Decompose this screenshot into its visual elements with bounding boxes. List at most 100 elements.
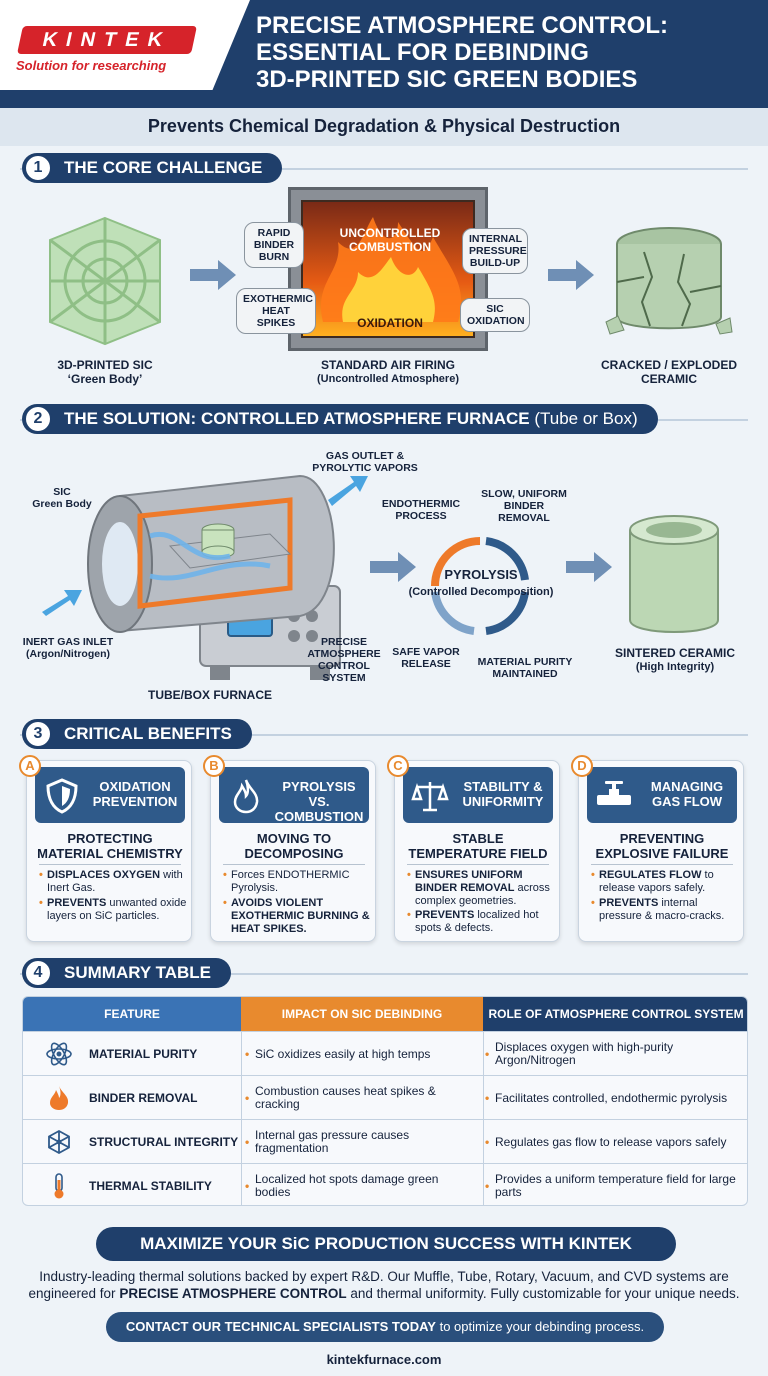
subtitle-band [0,108,768,146]
table-row: STRUCTURAL INTEGRITY Internal gas pressu… [23,1119,747,1164]
arrow-right-icon [566,552,612,582]
impact-cell: Localized hot spots damage green bodies [245,1164,477,1205]
benefit-card-pyrolysis: PYROLYSIS vs.COMBUSTION B MOVING TODECOM… [203,755,376,942]
table-divider [483,1031,484,1205]
section-number: 3 [24,720,52,748]
card-header: STABILITY &UNIFORMITY [403,767,553,823]
arrow-right-icon [370,552,416,582]
cracked-ceramic-icon [605,227,733,335]
pyrolysis-subtitle: (Controlled Decomposition) [408,586,554,598]
impact-cell: SiC oxidizes easily at high temps [245,1032,477,1076]
arrow-right-icon [190,260,236,290]
tube-furnace-label: TUBE/BOX FURNACE [147,688,272,702]
arrow-right-icon [548,260,594,290]
pyrolysis-cycle-icon [431,537,529,635]
website-link[interactable]: kintekfurnace.com [326,1352,442,1367]
card-letter-badge: A [19,755,41,777]
section-title: THE CORE CHALLENGE [64,158,263,177]
card-bullet: PREVENTS localized hot spots & defects. [407,909,557,935]
section-title: CRITICAL BENEFITS [64,724,232,743]
thermometer-icon [54,1173,64,1199]
role-cell: Displaces oxygen with high-purity Argon/… [485,1032,747,1076]
title-line-3: 3D-PRINTED SiC GREEN BODIES [256,66,638,93]
section-2-heading: 2 THE SOLUTION: CONTROLLED ATMOSPHERE FU… [22,404,658,434]
title-line-2: ESSENTIAL FOR DEBINDING [256,39,589,66]
cta-title-banner: MAXIMIZE YOUR SiC PRODUCTION SUCCESS WIT… [96,1227,676,1261]
title-line-1: PRECISE ATMOSPHERE CONTROL: [256,12,669,39]
card-letter-badge: D [571,755,593,777]
sintered-ceramic-label: SINTERED CERAMIC(High Integrity) [614,646,735,673]
flame-icon [320,217,462,322]
tube-furnace-icon [87,474,341,680]
feature-cell: STRUCTURAL INTEGRITY [89,1134,239,1149]
page-title: PRECISE ATMOSPHERE CONTROL: ESSENTIAL FO… [256,12,756,93]
section-divider [20,973,748,975]
structure-cube-icon [48,1129,70,1155]
table-divider [241,1031,242,1205]
gas-outlet-label: GAS OUTLET &PYROLYTIC VAPORS [312,450,418,474]
card-divider [591,864,733,865]
summary-table: FEATURE IMPACT ON SIC DEBINDING ROLE OF … [22,996,748,1206]
card-bullet: Forces ENDOTHERMIC Pyrolysis. [223,869,373,895]
table-header-role: ROLE OF ATMOSPHERE CONTROL SYSTEM [483,997,747,1031]
card-bullet: AVOIDS VIOLENT EXOTHERMIC BURNING & HEAT… [223,897,373,936]
card-divider [39,864,181,865]
section-title-light: (Tube or Box) [534,409,638,428]
table-row: BINDER REMOVAL Combustion causes heat sp… [23,1075,747,1120]
card-letter-badge: C [387,755,409,777]
kintek-logo[interactable]: KINTEK [17,26,197,54]
card-divider [223,864,365,865]
table-header-feature: FEATURE [23,997,241,1031]
role-cell: Provides a uniform temperature field for… [485,1164,747,1205]
impact-cell: Combustion causes heat spikes & cracking [245,1076,477,1120]
shield-icon [46,778,78,814]
feature-cell: MATERIAL PURITY [89,1046,198,1061]
feature-cell: BINDER REMOVAL [89,1090,198,1105]
role-cell: Regulates gas flow to release vapors saf… [485,1120,747,1164]
card-bullet: REGULATES FLOW to release vapors safely. [591,869,741,895]
feature-cell: THERMAL STABILITY [89,1178,212,1193]
section-4-heading: 4 SUMMARY TABLE [22,958,232,988]
subtitle: Prevents Chemical Degradation & Physical… [147,116,621,136]
role-cell: Facilitates controlled, endothermic pyro… [485,1076,747,1120]
green-body-label: 3D-PRINTED SIC‘Green Body’ [57,358,153,386]
arrow-up-right-icon [42,590,82,616]
section-number: 2 [24,405,52,433]
flame-icon [233,779,259,814]
flame-icon [50,1086,69,1110]
impact-cell: Internal gas pressure causes fragmentati… [245,1120,477,1164]
valve-icon [597,781,631,805]
sintered-ceramic-icon [629,515,719,633]
card-bullet: PREVENTS internal pressure & macro-crack… [591,897,741,923]
section-number: 1 [24,154,52,182]
section-3-heading: 3 CRITICAL BENEFITS [22,719,252,749]
contact-specialists-button[interactable]: CONTACT OUR TECHNICAL SPECIALISTS TODAY … [106,1312,664,1342]
footer-description: Industry-leading thermal solutions backe… [28,1269,740,1301]
section-title: THE SOLUTION: CONTROLLED ATMOSPHERE FURN… [64,409,530,428]
lattice-green-body-icon [49,216,161,346]
table-header-impact: IMPACT ON SIC DEBINDING [241,997,483,1031]
card-title: STABILITY &UNIFORMITY [462,779,544,809]
